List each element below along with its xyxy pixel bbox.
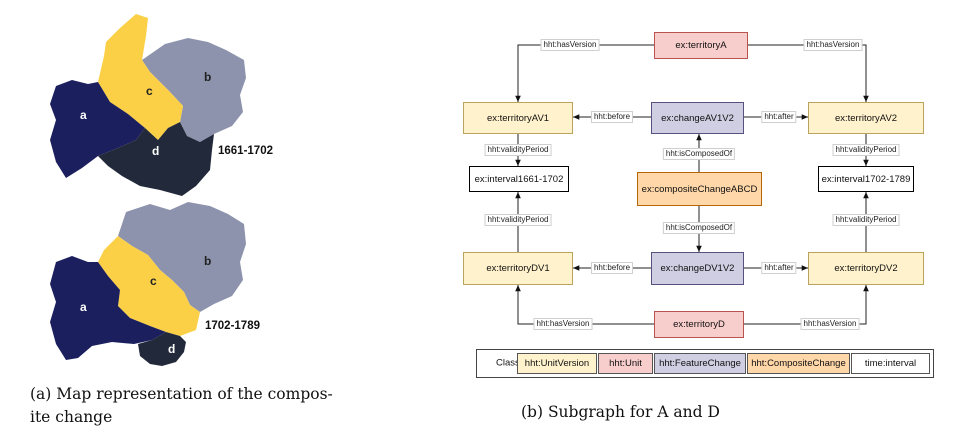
edge-label-after-AV: hht:after [761,111,797,123]
map-caption-line2: ite change [30,408,113,426]
legend-title: Classes [496,357,530,369]
node-territoryAV1: ex:territoryAV1 [463,102,573,134]
node-changeDV1V2: ex:changeDV1V2 [651,252,744,285]
node-territoryDV2: ex:territoryDV2 [808,252,924,285]
region-label-b-top: b [204,70,212,84]
graph-caption: (b) Subgraph for A and D [521,403,720,421]
region-b-bottom [118,202,246,312]
node-compositeChangeABCD: ex:compositeChangeABCD [637,172,762,206]
region-c-bottom [98,236,200,336]
region-label-d-top: d [152,144,160,158]
legend-item-unit: hht:Unit [598,353,653,374]
region-a-bottom [50,256,166,360]
edge-label-hasVersion-DV2: hht:hasVersion [800,318,860,330]
period-label-top: 1661-1702 [218,145,273,157]
map-bottom [50,202,246,366]
edge-label-hasVersion-AV2: hht:hasVersion [803,39,863,51]
node-territoryD: ex:territoryD [654,311,744,338]
edge-label-before-DV: hht:before [590,262,634,274]
edge-A-hasVersion-AV2 [748,44,869,102]
region-label-a-top: a [80,108,87,122]
edge-label-hasVersion-DV1: hht:hasVersion [533,318,593,330]
legend-item-compositechange: hht:CompositeChange [747,353,850,374]
edge-label-validity-DV1: hht:validityPeriod [484,214,552,226]
edge-label-before-AV: hht:before [590,111,634,123]
region-d-top [98,122,214,196]
edge-label-hasVersion-AV1: hht:hasVersion [540,39,600,51]
edge-label-isComposedOf-DV: hht:isComposedOf [662,222,736,234]
region-c-top [98,14,183,140]
node-interval1702-1789: ex:interval1702-1789 [818,166,914,192]
edge-label-after-DV: hht:after [761,262,797,274]
node-territoryAV2: ex:territoryAV2 [808,102,924,134]
map-caption-line1: (a) Map representation of the compos- [30,385,333,403]
region-label-a-bottom: a [80,300,87,314]
edge-A-hasVersion-AV1 [515,44,654,102]
edge-D-hasVersion-DV1 [515,285,654,325]
node-territoryDV1: ex:territoryDV1 [463,252,573,285]
region-a-top [50,80,145,178]
edge-label-validity-AV2: hht:validityPeriod [832,144,900,156]
edge-label-validity-DV2: hht:validityPeriod [832,214,900,226]
node-changeAV1V2: ex:changeAV1V2 [651,102,744,134]
legend-item-unitversion: hht:UnitVersion [517,353,597,374]
edge-label-validity-AV1: hht:validityPeriod [484,144,552,156]
region-label-d-bottom: d [168,342,176,356]
node-interval1661-1702: ex:interval1661-1702 [469,166,569,192]
region-b-top [142,38,246,142]
edge-label-isComposedOf-AV: hht:isComposedOf [662,148,736,160]
node-territoryA: ex:territoryA [654,32,748,59]
period-label-bottom: 1702-1789 [205,320,260,332]
region-label-b-bottom: b [204,254,212,268]
region-label-c-top: c [146,84,153,98]
legend-item-featurechange: hht:FeatureChange [654,353,746,374]
map-top [50,14,246,196]
region-d-bottom [138,332,186,366]
legend-item-timeinterval: time:interval [851,353,930,374]
edge-D-hasVersion-DV2 [744,285,869,325]
region-label-c-bottom: c [150,274,157,288]
